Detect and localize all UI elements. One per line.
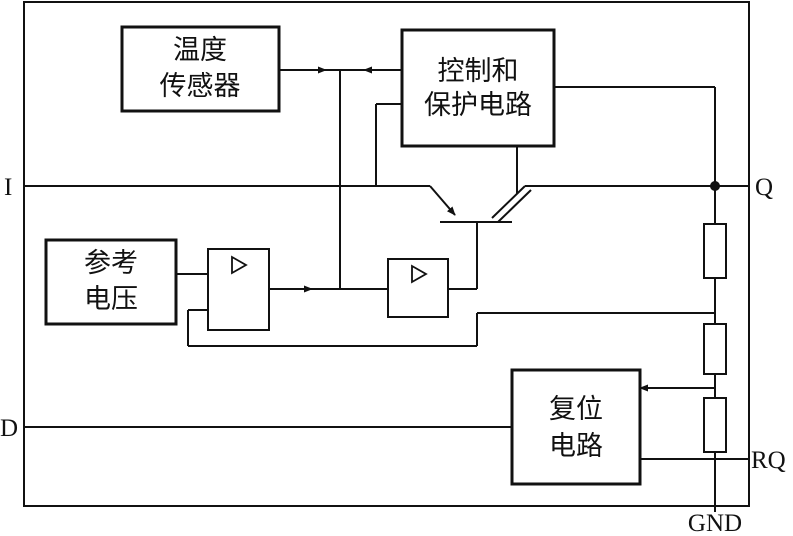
temperature-sensor-block: 温度 传感器 bbox=[120, 25, 281, 113]
amplifier-triangle-icon bbox=[231, 255, 248, 275]
reference-voltage-block: 参考 电压 bbox=[44, 238, 178, 326]
pin-ground-label: GND bbox=[688, 510, 742, 536]
wiring bbox=[24, 66, 749, 512]
error-amplifier bbox=[207, 248, 270, 331]
resistor-middle bbox=[703, 323, 727, 375]
pin-output-label: Q bbox=[755, 174, 773, 201]
driver-amplifier bbox=[387, 258, 449, 318]
resistor-bottom bbox=[703, 397, 727, 453]
control-protection-label-line1: 控制和 bbox=[438, 56, 519, 87]
pin-input-label: I bbox=[4, 174, 12, 201]
reset-circuit-label-line2: 电路 bbox=[549, 431, 603, 462]
reference-voltage-label-line2: 电压 bbox=[84, 284, 138, 315]
amplifier-triangle-icon bbox=[411, 264, 428, 284]
reset-circuit-block: 复位 电路 bbox=[510, 368, 642, 486]
pin-delay-label: D bbox=[0, 415, 18, 442]
reference-voltage-label-line1: 参考 bbox=[84, 248, 138, 279]
pin-reset-output-label: RQ bbox=[751, 447, 786, 474]
output-junction-dot bbox=[710, 181, 720, 191]
chip-outline bbox=[23, 1, 750, 507]
temperature-sensor-label-line1: 温度 bbox=[173, 35, 227, 66]
resistor-top bbox=[703, 223, 727, 279]
temperature-sensor-label-line2: 传感器 bbox=[160, 71, 241, 102]
control-protection-block: 控制和 保护电路 bbox=[400, 28, 556, 148]
control-protection-label-line2: 保护电路 bbox=[424, 90, 532, 121]
reset-circuit-label-line1: 复位 bbox=[549, 394, 603, 425]
